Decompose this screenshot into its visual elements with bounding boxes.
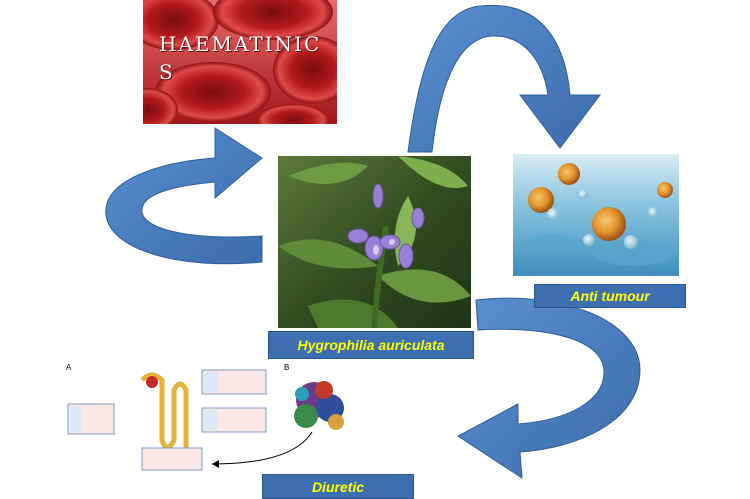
plant-label-text: Hygrophilia auriculata [297,337,445,353]
haematinics-title-line1: HAEMATINIC [159,32,322,56]
arrow-plant-to-diuretic [457,297,641,479]
haematinics-title-line2: S [159,60,175,84]
panel-a-label: A [66,363,72,372]
arrow-plant-to-haematinics [105,127,263,265]
diuretic-figure: A B [62,360,382,472]
red-blood-cells-illustration [143,0,337,124]
haematinics-image: HAEMATINIC S [143,0,337,124]
haematinics-title: HAEMATINIC S [159,30,322,86]
diuretic-label: Diuretic [262,474,414,499]
kidney-nephron-diagram: A B [66,363,344,471]
plant-illustration [278,156,471,328]
arrow-plant-to-antitumour [407,4,602,153]
cancer-cells-illustration [513,154,679,276]
diuretic-label-text: Diuretic [311,478,365,495]
anti-tumour-label-text: Anti tumour [570,288,650,304]
plant-photo [278,156,471,328]
plant-label: Hygrophilia auriculata [268,331,474,359]
anti-tumour-image [513,154,679,276]
anti-tumour-label: Anti tumour [534,284,686,308]
panel-b-label: B [284,363,289,372]
